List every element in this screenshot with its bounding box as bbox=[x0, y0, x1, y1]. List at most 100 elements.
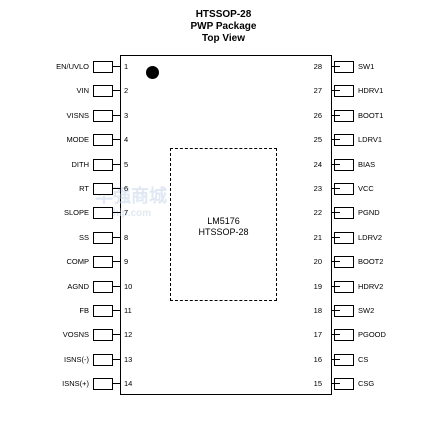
pin-lead-box bbox=[93, 305, 113, 317]
pin-name: MODE bbox=[66, 135, 90, 145]
pin-name: BOOT2 bbox=[358, 257, 384, 267]
pin-lead-box bbox=[334, 207, 354, 220]
pin-lead-box bbox=[93, 329, 113, 342]
pin-name: COMP bbox=[66, 257, 90, 267]
pin-name: VISNS bbox=[66, 110, 89, 120]
pin-number: 3 bbox=[124, 110, 129, 120]
pin1-marker-dot bbox=[146, 66, 159, 79]
pin-left-5: DITH 5 bbox=[0, 158, 447, 171]
pin-number: 27 bbox=[313, 86, 322, 96]
pin-lead-box bbox=[93, 353, 113, 366]
pin-name: ISNS(-) bbox=[64, 354, 89, 364]
pin-name: BOOT1 bbox=[358, 110, 384, 120]
pin-lead-stub bbox=[331, 139, 340, 141]
pin-lead-box bbox=[334, 85, 354, 98]
pin-lead-box bbox=[93, 378, 113, 391]
pin-lead-box bbox=[93, 109, 113, 122]
pin-lead-stub bbox=[331, 188, 340, 189]
pin-left-14: ISNS(+) 14 bbox=[0, 378, 447, 391]
pin-number: 22 bbox=[313, 208, 322, 218]
pin-name: PGOOD bbox=[358, 330, 386, 340]
pin-left-6: RT 6 bbox=[0, 183, 447, 195]
pin-number: 21 bbox=[313, 232, 322, 242]
pin-name: FB bbox=[79, 306, 89, 315]
pin-lead-stub bbox=[331, 310, 340, 311]
pin-left-4: MODE 4 bbox=[0, 134, 447, 147]
pin-number: 14 bbox=[124, 379, 133, 389]
pin-number: 9 bbox=[124, 257, 129, 267]
pin-number: 5 bbox=[124, 159, 129, 169]
pin-name: SS bbox=[78, 232, 89, 242]
pin-name: SLOPE bbox=[63, 208, 89, 218]
pin-lead-stub bbox=[112, 285, 121, 287]
pin-number: 13 bbox=[124, 354, 133, 364]
pin-lead-stub bbox=[112, 212, 121, 214]
pin-number: 6 bbox=[124, 184, 129, 193]
pin-name: VCC bbox=[358, 184, 374, 193]
pin-name: CSG bbox=[358, 379, 375, 389]
pin-lead-box bbox=[334, 353, 354, 366]
pin-number: 25 bbox=[313, 135, 322, 145]
pin-name: SW2 bbox=[358, 306, 375, 315]
pin-lead-box bbox=[334, 61, 354, 73]
pin-name: CS bbox=[358, 354, 369, 364]
pin-lead-box bbox=[334, 158, 354, 171]
pin-lead-stub bbox=[112, 358, 121, 360]
pin-lead-stub bbox=[331, 285, 340, 287]
pin-number: 23 bbox=[313, 184, 322, 193]
pin-name: LDRV1 bbox=[358, 135, 383, 145]
pin-name: HDRV1 bbox=[358, 86, 384, 96]
pin-lead-stub bbox=[112, 90, 121, 92]
pin-lead-stub bbox=[331, 261, 340, 263]
pin-lead-stub bbox=[112, 310, 121, 311]
pin-right-7: PGND 22 bbox=[0, 207, 447, 220]
pin-lead-stub bbox=[331, 163, 340, 165]
pin-number: 10 bbox=[124, 281, 133, 291]
pin-name: HDRV2 bbox=[358, 281, 384, 291]
pin-lead-stub bbox=[112, 334, 121, 336]
pin-lead-box bbox=[334, 256, 354, 269]
pin-number: 11 bbox=[124, 306, 132, 315]
watermark-url: hqchip.com bbox=[95, 208, 152, 219]
view-label: Top View bbox=[202, 33, 245, 44]
pin-number: 16 bbox=[313, 354, 322, 364]
pin-lead-box bbox=[93, 158, 113, 171]
pad-package-label: HTSSOP-28 bbox=[198, 227, 249, 237]
pin-lead-box bbox=[334, 305, 354, 317]
pin-lead-stub bbox=[331, 383, 340, 385]
pin-name: ISNS(+) bbox=[62, 379, 89, 389]
pin-name: RT bbox=[79, 184, 89, 193]
pin-left-8: SS 8 bbox=[0, 231, 447, 244]
pin-name: AGND bbox=[67, 281, 89, 291]
pin-lead-box bbox=[334, 329, 354, 342]
pin-number: 4 bbox=[124, 135, 129, 145]
pin-right-6: VCC 23 bbox=[0, 183, 447, 195]
pin-lead-stub bbox=[331, 358, 340, 360]
pin-lead-box bbox=[93, 134, 113, 147]
pin-lead-stub bbox=[112, 261, 121, 263]
pin-right-2: HDRV1 27 bbox=[0, 85, 447, 98]
pin-number: 18 bbox=[313, 306, 322, 315]
pin-number: 2 bbox=[124, 86, 129, 96]
pin-lead-box bbox=[334, 280, 354, 293]
pin-lead-box bbox=[93, 207, 113, 220]
pin-left-13: ISNS(-) 13 bbox=[0, 353, 447, 366]
pin-name: PGND bbox=[358, 208, 380, 218]
pin-lead-stub bbox=[112, 139, 121, 141]
watermark-text: 华强商城 bbox=[95, 186, 167, 206]
pin-number: 8 bbox=[124, 232, 129, 242]
pin-left-9: COMP 9 bbox=[0, 256, 447, 269]
pin-lead-box bbox=[334, 109, 354, 122]
pin-lead-stub bbox=[331, 334, 340, 336]
pin-name: SW1 bbox=[358, 62, 375, 71]
pin-name: DITH bbox=[71, 159, 90, 169]
pin-right-13: CS 16 bbox=[0, 353, 447, 366]
exposed-thermal-pad bbox=[170, 148, 277, 301]
